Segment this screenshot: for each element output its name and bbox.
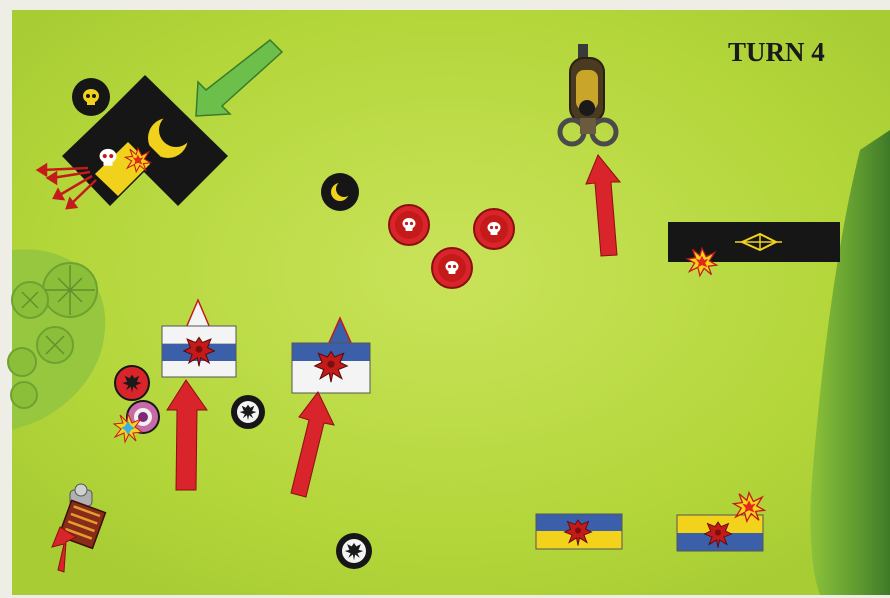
skull-marker-2 xyxy=(474,209,514,249)
orc-shaman-marker xyxy=(321,173,359,211)
imperial-general-eagle xyxy=(336,533,372,569)
imperial-regiment-blue-yellow-1 xyxy=(536,514,622,549)
imperial-hero-red xyxy=(115,366,149,400)
orc-warboss-marker xyxy=(72,78,110,116)
skull-marker-1 xyxy=(389,205,429,245)
turn-label: TURN 4 xyxy=(728,37,825,67)
imperial-hero-eagle xyxy=(231,395,265,429)
skull-marker-3 xyxy=(432,248,472,288)
